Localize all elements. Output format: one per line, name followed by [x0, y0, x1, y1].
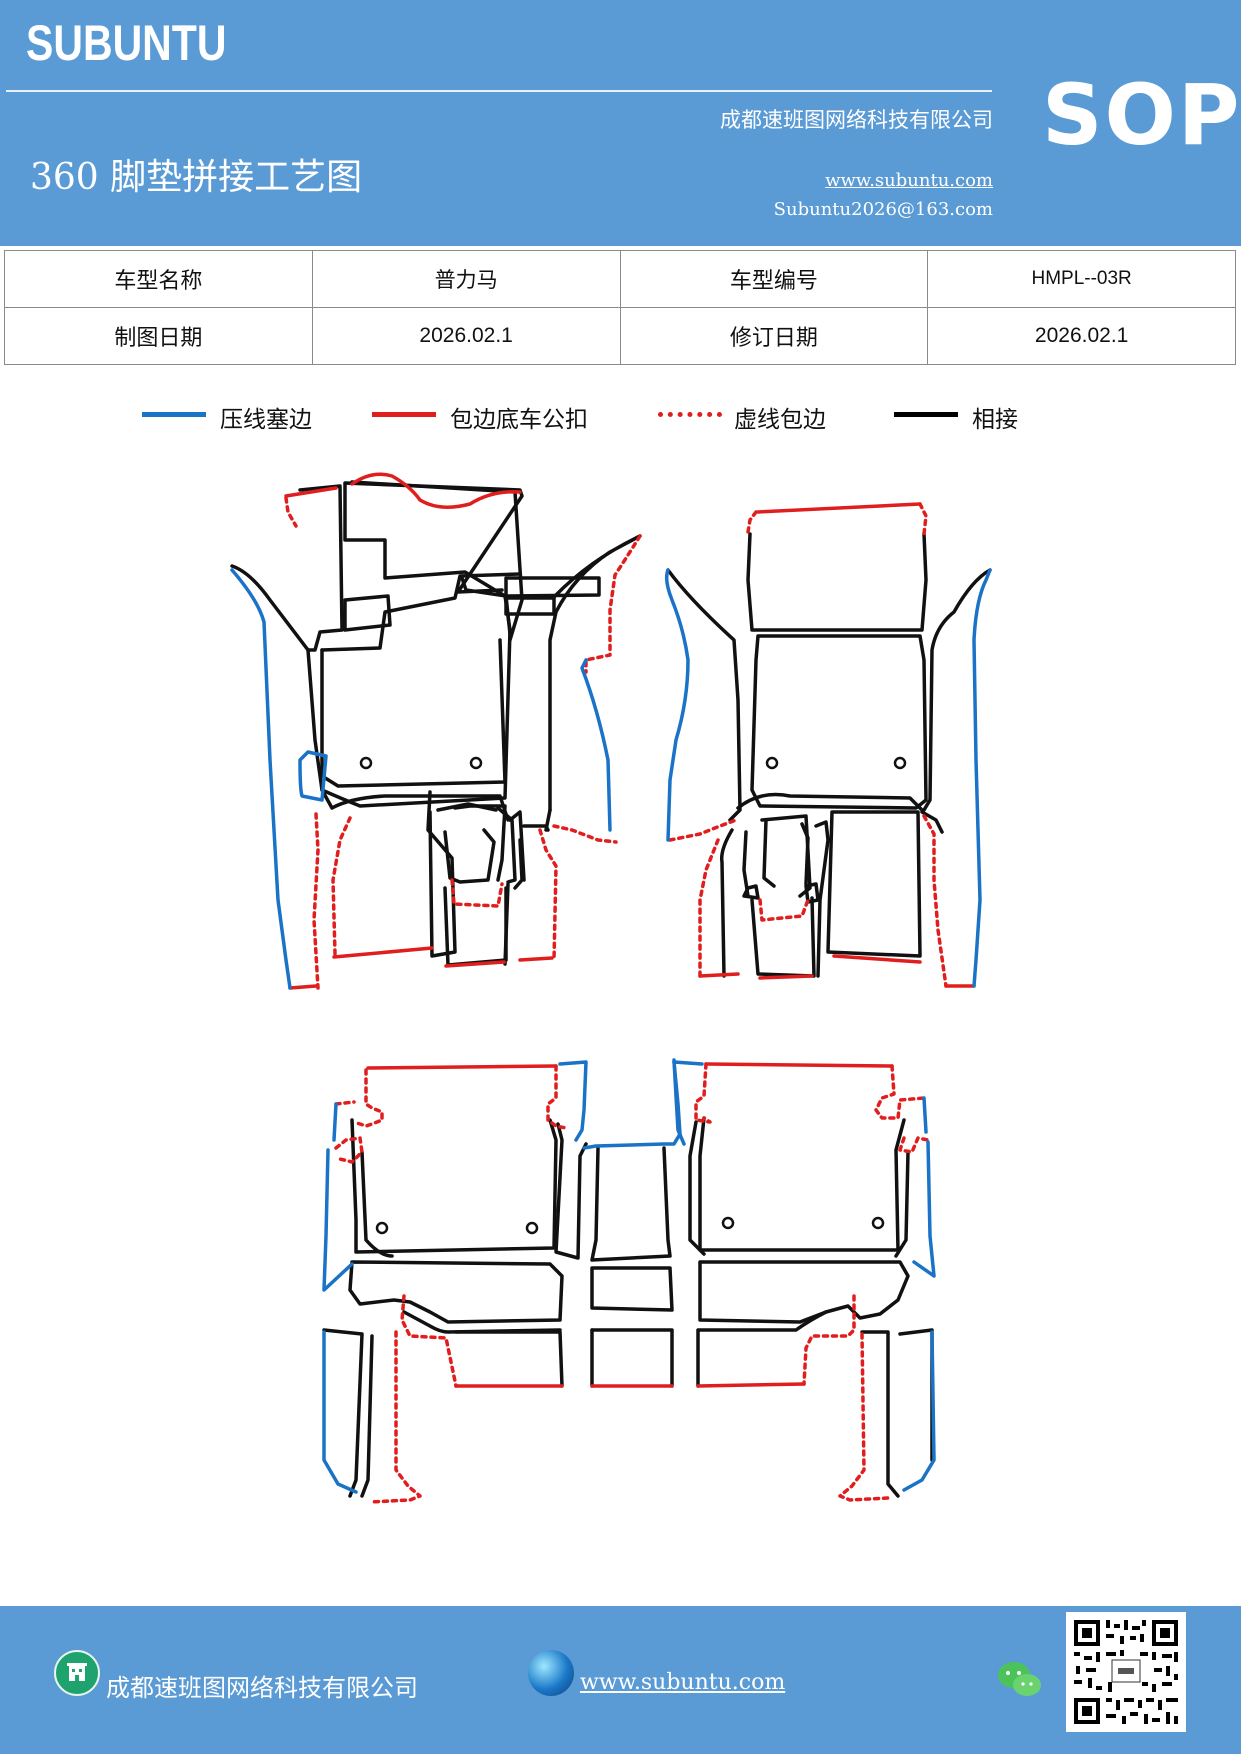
- floor-mat-diagram: [230, 472, 992, 1504]
- brand-logo: SUBUNTU: [26, 15, 227, 71]
- legend-black-line: [894, 412, 958, 417]
- legend-red-dotted-line: [658, 412, 722, 417]
- table-row: 制图日期 2026.02.1 修订日期 2026.02.1: [4, 307, 1236, 365]
- email-text: Subuntu2026@163.com: [773, 199, 993, 220]
- label-model-code: 车型编号: [619, 250, 929, 308]
- footer-band: 成都速班图网络科技有限公司 www.subuntu.com: [0, 1606, 1241, 1754]
- legend: 压线塞边 包边底车公扣 虚线包边 相接: [0, 400, 1241, 440]
- footer-company-name: 成都速班图网络科技有限公司: [106, 1674, 418, 1702]
- footer-website-link[interactable]: www.subuntu.com: [580, 1670, 786, 1695]
- website-link[interactable]: www.subuntu.com: [825, 170, 993, 191]
- front-left-mat: [230, 472, 642, 990]
- rear-left-mat: [322, 1060, 588, 1504]
- legend-label: 压线塞边: [220, 407, 312, 433]
- sop-badge: SOP: [1042, 66, 1241, 164]
- value-draw-date: 2026.02.1: [311, 307, 621, 365]
- value-model-name: 普力马: [311, 250, 621, 308]
- legend-label: 包边底车公扣: [450, 407, 588, 433]
- rear-right-mat: [672, 1058, 936, 1502]
- info-table: 车型名称 普力马 车型编号 HMPL--03R 制图日期 2026.02.1 修…: [4, 250, 1236, 365]
- legend-label: 相接: [972, 407, 1018, 433]
- value-revise-date: 2026.02.1: [927, 307, 1236, 365]
- qr-code[interactable]: [1066, 1612, 1186, 1732]
- front-right-mat: [664, 502, 992, 988]
- header-divider: [6, 90, 992, 92]
- header-band: SUBUNTU 成都速班图网络科技有限公司 360 脚垫拼接工艺图 www.su…: [0, 0, 1241, 246]
- table-row: 车型名称 普力马 车型编号 HMPL--03R: [4, 250, 1236, 308]
- label-revise-date: 修订日期: [619, 307, 929, 365]
- value-model-code: HMPL--03R: [927, 250, 1236, 308]
- rear-center-mat: [582, 1060, 704, 1388]
- wechat-icon: [996, 1658, 1044, 1702]
- label-draw-date: 制图日期: [4, 307, 313, 365]
- legend-label: 虚线包边: [734, 407, 826, 433]
- document-title: 360 脚垫拼接工艺图: [30, 157, 363, 198]
- legend-blue-line: [142, 412, 206, 417]
- globe-icon: [528, 1650, 574, 1696]
- label-model-name: 车型名称: [4, 250, 313, 308]
- building-icon: [54, 1650, 100, 1696]
- legend-red-line: [372, 412, 436, 417]
- company-name: 成都速班图网络科技有限公司: [720, 108, 993, 132]
